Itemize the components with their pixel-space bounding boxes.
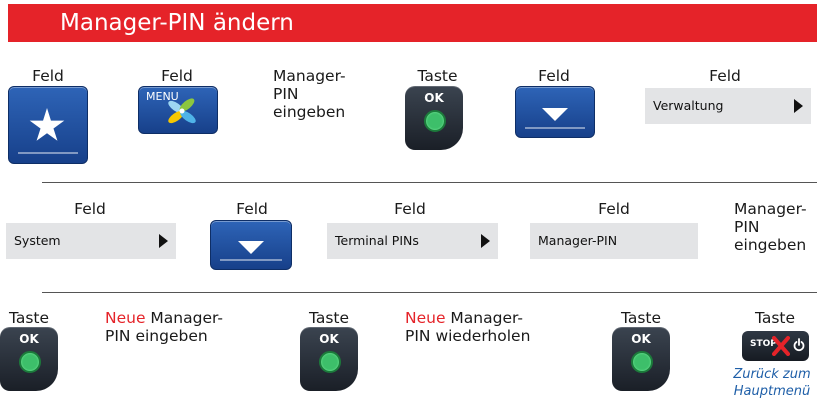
step-label: Feld [32, 67, 64, 85]
ok-key[interactable]: OK [405, 86, 463, 150]
header-bar: Manager-PIN ändern [8, 4, 817, 42]
arrow-right-icon [794, 99, 803, 113]
ok-key[interactable]: OK [612, 327, 670, 391]
back-to-main-menu-note: Zurück zum Hauptmenü [733, 367, 811, 399]
manager-pin-instruction: Manager- PIN eingeben [273, 67, 346, 121]
menu-label: MENU [146, 90, 179, 103]
green-dot-icon [631, 351, 653, 373]
arrow-right-icon [159, 234, 168, 248]
step-label: Feld [709, 67, 741, 85]
arrow-down-icon [542, 108, 568, 121]
ok-key[interactable]: OK [300, 327, 358, 391]
step-label: Feld [598, 200, 630, 218]
step-label: Taste [8, 309, 50, 327]
step-label: Feld [538, 67, 570, 85]
green-dot-icon [424, 110, 446, 132]
step-label: Taste [417, 67, 458, 85]
step-label: Taste [754, 309, 796, 327]
step-label: Taste [308, 309, 350, 327]
menu-flower-icon [168, 98, 196, 124]
step-label: Feld [74, 200, 106, 218]
page-title: Manager-PIN ändern [60, 10, 294, 36]
green-dot-icon [319, 351, 341, 373]
arrow-down-button[interactable] [210, 220, 292, 270]
repeat-pin-instruction: Neue Manager- PIN wiederholen [405, 309, 531, 345]
system-field[interactable]: System [6, 223, 176, 259]
step-label: Feld [236, 200, 268, 218]
divider [42, 292, 817, 293]
arrow-down-icon [238, 241, 264, 254]
terminal-pins-field[interactable]: Terminal PINs [327, 223, 498, 259]
star-field-button[interactable] [8, 86, 88, 164]
step-label: Taste [620, 309, 662, 327]
new-pin-instruction: Neue Manager- PIN eingeben [105, 309, 223, 345]
star-icon [29, 108, 65, 141]
ok-key[interactable]: OK [0, 327, 58, 391]
stop-key[interactable]: STOP [742, 331, 809, 361]
manager-pin-instruction: Manager- PIN eingeben [734, 200, 807, 254]
step-label: Feld [394, 200, 426, 218]
menu-field-button[interactable]: MENU [138, 86, 218, 134]
divider [42, 182, 817, 183]
step-label: Feld [161, 67, 193, 85]
arrow-right-icon [481, 234, 490, 248]
green-dot-icon [19, 351, 41, 373]
verwaltung-field[interactable]: Verwaltung [645, 88, 811, 124]
cancel-x-icon [772, 336, 790, 356]
arrow-down-button[interactable] [515, 86, 595, 138]
manager-pin-field[interactable]: Manager-PIN [530, 223, 698, 259]
power-icon [793, 338, 805, 352]
